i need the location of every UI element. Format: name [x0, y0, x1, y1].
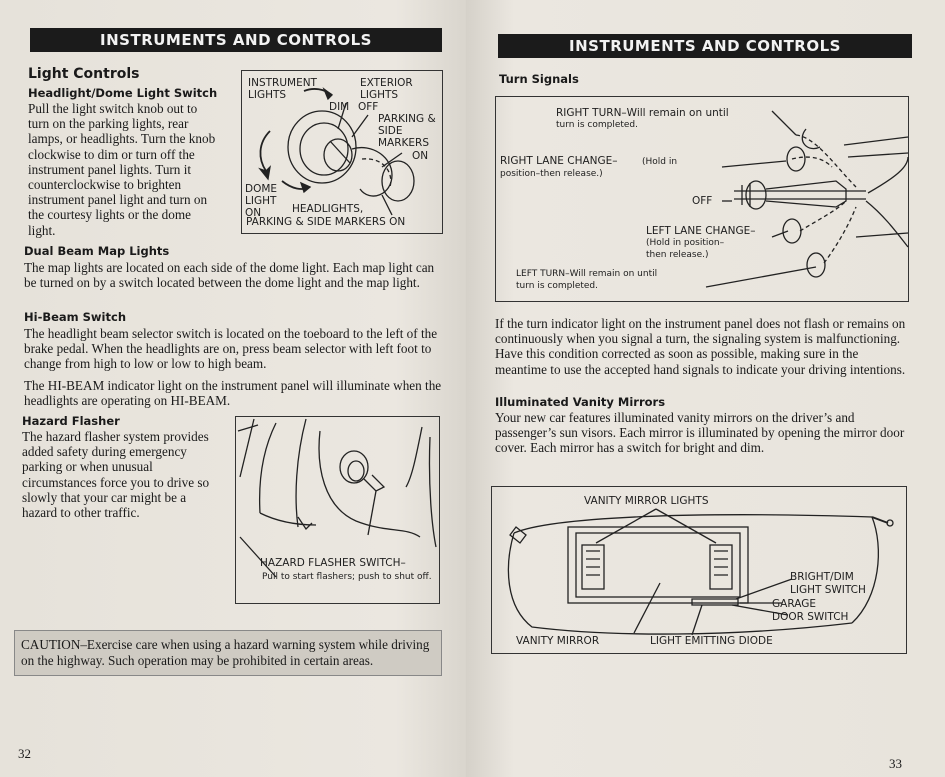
label-bright-dim: BRIGHT/DIM [790, 571, 854, 583]
right-page: INSTRUMENTS AND CONTROLS Turn Signals [466, 0, 945, 777]
label-left-lane-change-3: then release.) [646, 250, 709, 260]
label-parking-side-markers: PARKING & SIDE MARKERS [378, 113, 436, 149]
label-off: OFF [358, 101, 379, 113]
headlight-switch-figure: INSTRUMENT LIGHTS EXTERIOR LIGHTS DIM OF… [241, 70, 443, 234]
turn-signal-lever-illustration [705, 110, 909, 288]
subsection-title-headlight: Headlight/Dome Light Switch [28, 86, 218, 100]
hazard-flasher-figure: HAZARD FLASHER SWITCH– Pull to start fla… [235, 416, 440, 604]
subsection-title-hazard-flasher: Hazard Flasher [22, 414, 120, 428]
label-right-lane-change-3: position–then release.) [500, 169, 603, 179]
label-vanity-mirror: VANITY MIRROR [516, 635, 600, 647]
turn-signals-paragraph: If the turn indicator light on the instr… [495, 316, 906, 377]
label-dome-light-on: DOME LIGHT ON [245, 183, 278, 219]
turn-signal-figure: RIGHT TURN–Will remain on until turn is … [495, 96, 909, 302]
label-vanity-mirror-lights: VANITY MIRROR LIGHTS [584, 495, 709, 507]
label-headlights: HEADLIGHTS, [292, 203, 364, 215]
label-door-switch: DOOR SWITCH [772, 611, 849, 623]
map-lights-paragraph: The map lights are located on each side … [24, 260, 435, 291]
label-right-lane-change-2: (Hold in [642, 157, 678, 167]
page-number-left: 32 [18, 746, 31, 761]
subsection-title-map-lights: Dual Beam Map Lights [24, 244, 170, 258]
label-left-turn-2: turn is completed. [516, 281, 599, 291]
label-left-lane-change: LEFT LANE CHANGE– [646, 225, 756, 237]
vanity-mirror-figure: VANITY MIRROR LIGHTS BRIGHT/DIM LIGHT SW… [491, 486, 907, 654]
subsection-title-vanity-mirrors: Illuminated Vanity Mirrors [495, 395, 666, 409]
hazard-switch-illustration [237, 418, 437, 578]
label-light-emitting-diode: LIGHT EMITTING DIODE [650, 635, 773, 647]
page-number-right: 33 [889, 756, 902, 771]
label-on: ON [412, 150, 429, 162]
label-hazard-flasher-switch: HAZARD FLASHER SWITCH– [260, 557, 406, 569]
label-parking-side-markers-on: PARKING & SIDE MARKERS ON [246, 216, 406, 228]
label-right-lane-change: RIGHT LANE CHANGE– [500, 155, 618, 167]
label-exterior-lights: EXTERIOR LIGHTS [360, 77, 413, 101]
vanity-mirrors-paragraph: Your new car features illuminated vanity… [495, 410, 905, 456]
caution-box: CAUTION–Exercise care when using a hazar… [14, 630, 442, 676]
label-instrument-lights: INSTRUMENT LIGHTS [248, 77, 317, 101]
label-light-switch: LIGHT SWITCH [790, 584, 866, 596]
label-dim: DIM [329, 101, 350, 113]
label-garage: GARAGE [772, 598, 816, 610]
hi-beam-paragraph-1: The headlight beam selector switch is lo… [24, 326, 438, 372]
label-off-position: OFF [692, 195, 713, 207]
label-right-turn: RIGHT TURN–Will remain on until [556, 107, 729, 119]
subsection-title-turn-signals: Turn Signals [499, 72, 579, 86]
headlight-paragraph: Pull the light switch knob out to turn o… [28, 101, 216, 238]
page-header: INSTRUMENTS AND CONTROLS [498, 34, 912, 58]
label-left-turn: LEFT TURN–Will remain on until [516, 269, 658, 279]
hi-beam-paragraph-2: The HI-BEAM indicator light on the instr… [24, 378, 442, 409]
label-left-lane-change-2: (Hold in position– [646, 238, 725, 248]
page-header: INSTRUMENTS AND CONTROLS [30, 28, 442, 52]
hazard-flasher-paragraph: The hazard flasher system provides added… [22, 429, 210, 521]
left-page: INSTRUMENTS AND CONTROLS Light Controls … [0, 0, 466, 777]
vanity-mirror-illustration [507, 508, 894, 636]
headlight-knob-illustration [258, 87, 415, 216]
subsection-title-hi-beam: Hi-Beam Switch [24, 310, 127, 324]
label-right-turn-2: turn is completed. [556, 120, 639, 130]
label-hazard-switch-desc: Pull to start flashers; push to shut off… [262, 572, 432, 582]
section-title-light-controls: Light Controls [28, 66, 140, 82]
